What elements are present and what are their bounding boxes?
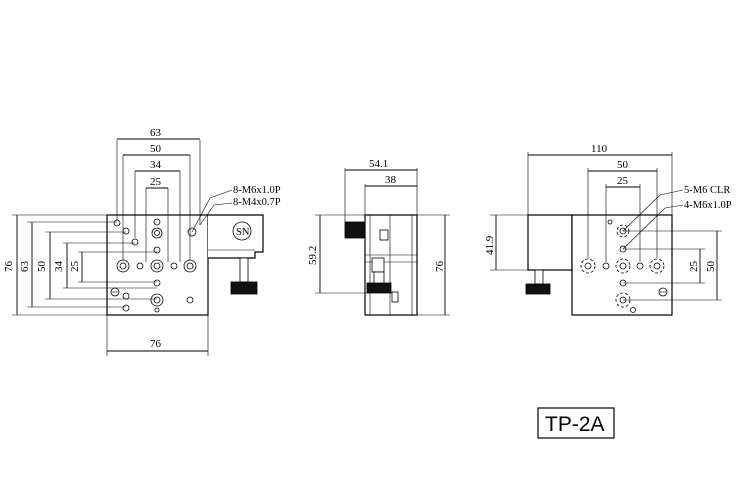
- model-label: TP-2A: [545, 413, 605, 436]
- front-dim-76-bottom: 76: [150, 338, 162, 350]
- front-dim-50: 50: [150, 143, 162, 155]
- front-dim-63: 63: [150, 127, 162, 139]
- right-dim-50: 50: [617, 159, 629, 171]
- front-dim-50-left: 50: [36, 261, 48, 273]
- side-dim-76: 76: [434, 261, 446, 273]
- front-view: SN: [3, 127, 281, 356]
- front-note-m4: 8-M4x0.7P: [233, 197, 281, 208]
- right-dim-41-9: 41.9: [484, 235, 496, 255]
- right-dim-25-right: 25: [688, 261, 700, 273]
- front-micrometer-shaft: [239, 257, 249, 283]
- front-micrometer-knob: [230, 281, 258, 295]
- right-note-clr: 5-M6 CLR: [684, 185, 730, 196]
- front-note-m6: 8-M6x1.0P: [233, 185, 281, 196]
- front-dim-25-left: 25: [69, 261, 81, 273]
- side-dim-38: 38: [385, 174, 397, 186]
- model-label-box: TP-2A: [537, 407, 615, 439]
- right-view: 110 50 25 41.9 25 50 5-M6 CLR 4-M6x1.0P: [484, 143, 732, 316]
- side-dim-59-2: 59.2: [307, 246, 319, 265]
- front-dim-76-left: 76: [3, 261, 15, 273]
- front-dim-63-left: 63: [19, 261, 31, 273]
- side-lock-knob: [344, 221, 366, 239]
- logo-text: SN: [236, 227, 250, 238]
- right-dim-25: 25: [617, 175, 629, 187]
- side-dim-54-1: 54.1: [369, 158, 388, 170]
- logo-circle: [232, 221, 252, 241]
- front-dim-25: 25: [150, 176, 162, 188]
- side-view: 54.1 38 59.2 76: [307, 158, 450, 316]
- front-dim-34: 34: [150, 159, 162, 171]
- right-dim-110: 110: [591, 143, 608, 155]
- right-dim-50-right: 50: [705, 261, 717, 273]
- front-dim-34-left: 34: [53, 261, 65, 273]
- right-micrometer-knob: [525, 283, 551, 295]
- right-upper-block: [527, 214, 573, 271]
- side-micrometer-knob: [366, 282, 392, 294]
- right-note-m6: 4-M6x1.0P: [684, 200, 732, 211]
